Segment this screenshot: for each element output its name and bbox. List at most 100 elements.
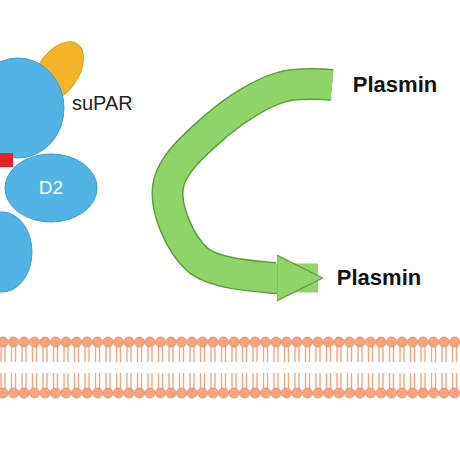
lipid-head xyxy=(313,337,323,347)
lipid-bilayer xyxy=(0,337,460,398)
lipid-head xyxy=(208,337,218,347)
lipid-head xyxy=(345,388,355,398)
lipid-tail xyxy=(130,342,131,362)
lipid-tail xyxy=(348,342,352,393)
lipid-head xyxy=(334,388,344,398)
lipid-tail xyxy=(74,342,75,362)
lipid-tail xyxy=(116,342,117,362)
lipid-tail xyxy=(435,373,436,393)
lipid-head xyxy=(303,337,313,347)
lipid-tail xyxy=(162,342,163,362)
lipid-tail xyxy=(441,373,442,393)
lipid-head xyxy=(450,388,460,398)
lipid-head xyxy=(72,337,82,347)
lipid-head xyxy=(145,337,155,347)
lipid-tail xyxy=(210,342,211,362)
lipid-head xyxy=(30,337,40,347)
lipid-tail xyxy=(151,373,152,393)
lipid-tail xyxy=(456,342,457,362)
lipid-tail xyxy=(78,342,79,362)
lipid-head xyxy=(324,388,334,398)
lipid-head xyxy=(292,388,302,398)
lipid-tail xyxy=(179,373,180,393)
lipid-tail xyxy=(127,342,131,393)
lipid-tail xyxy=(221,342,222,362)
lipid-tail xyxy=(201,342,205,393)
lipid-tail xyxy=(452,373,453,393)
lipid-head xyxy=(313,388,323,398)
lipid-tail xyxy=(54,342,58,393)
curved-arrow xyxy=(168,84,332,278)
lipid-tail xyxy=(358,342,362,393)
lipid-tail xyxy=(183,373,184,393)
lipid-tail xyxy=(225,342,226,362)
lipid-head xyxy=(0,337,8,347)
arrow-outline xyxy=(168,84,332,278)
lipid-tail xyxy=(88,373,89,393)
lipid-tail xyxy=(357,342,358,362)
lipid-head xyxy=(219,388,229,398)
lipid-tail xyxy=(305,342,306,362)
lipid-head xyxy=(397,388,407,398)
lipid-tail xyxy=(327,342,331,393)
lipid-tail xyxy=(319,342,320,362)
lipid-tail xyxy=(158,373,159,393)
lipid-tail xyxy=(15,342,16,362)
lipid-tail xyxy=(4,342,5,362)
lipid-head xyxy=(198,337,208,347)
lipid-tail xyxy=(57,342,58,362)
lipid-tail xyxy=(273,342,274,362)
lipid-head xyxy=(93,388,103,398)
lipid-tail xyxy=(67,342,68,362)
domain-lobe xyxy=(0,58,64,158)
lipid-tail xyxy=(252,342,253,362)
lipid-tail xyxy=(36,342,37,362)
lipid-head xyxy=(124,388,134,398)
lipid-tail xyxy=(46,342,47,362)
lipid-head xyxy=(124,337,134,347)
lipid-tail xyxy=(403,342,404,362)
lipid-head xyxy=(261,388,271,398)
binding-site-marker xyxy=(0,153,13,167)
lipid-tail xyxy=(298,342,299,362)
lipid-tail xyxy=(256,342,257,362)
lipid-head xyxy=(240,337,250,347)
lipid-head xyxy=(177,337,187,347)
lipid-tail xyxy=(33,342,37,393)
lipid-head xyxy=(271,337,281,347)
lipid-tail xyxy=(168,373,169,393)
lipid-tail xyxy=(214,342,215,362)
lipid-tail xyxy=(410,373,411,393)
lipid-tail xyxy=(15,373,16,393)
lipid-tail xyxy=(361,373,362,393)
lipid-tail xyxy=(162,373,163,393)
lipid-tail xyxy=(172,373,173,393)
lipid-tail xyxy=(109,373,110,393)
lipid-tail xyxy=(63,373,64,393)
lipid-tail xyxy=(204,373,205,393)
domain-lobe: D2 xyxy=(5,154,97,222)
lipid-tail xyxy=(274,342,278,393)
lipid-head xyxy=(366,337,376,347)
lipid-tail xyxy=(169,342,173,393)
lipid-head xyxy=(229,337,239,347)
lipid-tail xyxy=(411,342,415,393)
lipid-head xyxy=(439,337,449,347)
lipid-tail xyxy=(67,373,68,393)
lipid-tail xyxy=(126,342,127,362)
lipid-tail xyxy=(231,373,232,393)
lipid-tail xyxy=(36,373,37,393)
lipid-head xyxy=(250,388,260,398)
lipid-tail xyxy=(189,342,190,362)
lipid-tail xyxy=(336,342,337,362)
lipid-tail xyxy=(137,342,138,362)
lipid-head xyxy=(40,388,50,398)
lipid-tail xyxy=(330,342,331,362)
lipid-tail xyxy=(120,373,121,393)
lipid-head xyxy=(9,337,19,347)
lipid-tail xyxy=(326,373,327,393)
lipid-tail xyxy=(32,342,33,362)
lipid-head xyxy=(9,388,19,398)
